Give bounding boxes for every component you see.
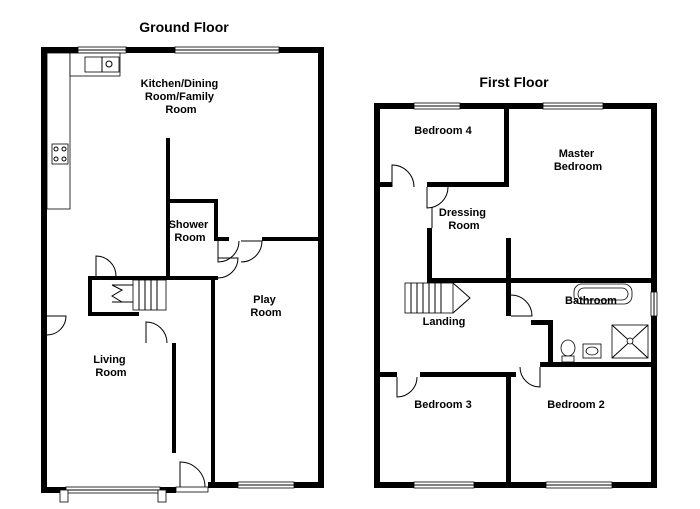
kitchen-label-line-2: Room/Family [145, 91, 215, 103]
ff-stair-winder [452, 282, 471, 314]
room-label-bedroom3: Bedroom 3 [414, 399, 471, 411]
hob-ring-2 [61, 146, 67, 152]
first-floor-title: First Floor [479, 74, 549, 90]
basin-bowl [585, 346, 599, 356]
gf-bottom-wall-e [172, 487, 176, 493]
master-label-line-1: Master [559, 148, 595, 160]
living-label-line-2: Room [95, 367, 126, 379]
bathtub-inner [577, 287, 629, 301]
gf-wall-shower-top [166, 199, 218, 203]
room-label-bathroom: Bathroom [565, 295, 617, 307]
gf-right-wall [318, 47, 324, 488]
gf-bottom-wall-a [41, 487, 66, 493]
gf-bottom-wall-b [160, 487, 175, 493]
ff-wall-landing-bottom [420, 372, 516, 377]
kitchen-label-line-3: Room [165, 104, 196, 116]
ground-floor-title: Ground Floor [139, 19, 229, 35]
gf-door-shower-2 [217, 240, 240, 263]
ff-door-bed2 [519, 366, 541, 388]
room-label-landing: Landing [423, 316, 466, 328]
gf-wall-kitchen-divider [166, 138, 170, 278]
kitchen-sink-drain [105, 60, 113, 68]
shower-label-line-1: Shower [169, 219, 209, 231]
ff-door-dressing-a [426, 186, 449, 209]
gf-bottom-wall-d [294, 482, 324, 488]
ff-top-wall [374, 103, 657, 109]
hob-ring-3 [53, 156, 59, 162]
gf-door-shower [217, 257, 239, 279]
ff-wall-dressing-left [427, 228, 432, 282]
gf-left-wall [41, 47, 47, 493]
room-label-kitchen: Kitchen/Dining Room/Family Room [141, 78, 222, 116]
gf-stairs [111, 279, 167, 311]
living-label-line-1: Living [93, 354, 125, 366]
master-label-line-2: Bedroom [554, 161, 603, 173]
gf-wall-play-left [211, 280, 215, 482]
room-label-bedroom4: Bedroom 4 [414, 125, 472, 137]
gf-wall-shower-stub [214, 237, 229, 241]
gf-front-door-swing [179, 461, 206, 488]
ff-door-bed4 [391, 164, 415, 188]
ff-door-bathroom [510, 294, 533, 317]
gf-wall-stair-left [88, 276, 92, 312]
room-label-dressing: Dressing Room [439, 207, 489, 232]
gf-wall-play-top [262, 237, 318, 241]
gf-door-play [240, 240, 263, 263]
dressing-label-line-1: Dressing [439, 207, 486, 219]
ff-wall-bed-divider [506, 372, 511, 482]
gf-door-living-side [46, 315, 67, 336]
room-label-bedroom2: Bedroom 2 [547, 399, 604, 411]
toilet-cistern [561, 355, 575, 363]
gf-stair-winder [111, 284, 124, 303]
gf-door-living [145, 321, 168, 344]
hob-ring-1 [53, 146, 59, 152]
kitchen-hob [51, 143, 69, 165]
ff-wall-dressing-right [506, 238, 511, 282]
ff-wall-bed2-top [540, 362, 657, 367]
gf-front-door [175, 486, 209, 493]
first-floor-plan: Bedroom 4 Master Bedroom Dressing Room B… [374, 102, 658, 489]
gf-wall-shower-bottom [166, 276, 218, 280]
dressing-label-line-2: Room [448, 220, 479, 232]
gf-wall-stair-top [88, 276, 166, 280]
kitchen-worktop [46, 52, 71, 210]
shower-drain [626, 337, 634, 345]
gf-bottom-wall-c [208, 482, 238, 488]
ff-stairs [404, 282, 471, 314]
gf-wall-shower-right [214, 199, 218, 237]
ff-wall-bath-top [427, 278, 657, 283]
gf-stairs-frame [132, 279, 167, 311]
ff-wall-bed4-stub [380, 182, 392, 187]
ff-wall-bath-left [506, 282, 511, 316]
gf-bay-post-left [59, 489, 69, 503]
ff-wall-bath-lower-left [548, 320, 553, 366]
gf-wall-hall [172, 343, 176, 453]
gf-bay-post-right [157, 489, 167, 503]
shower-label-line-2: Room [174, 232, 205, 244]
ff-wall-bath-stub [531, 320, 553, 325]
hob-ring-4 [61, 156, 67, 162]
ff-wall-landing-bottom-a [380, 372, 397, 377]
room-label-living: Living Room [93, 354, 128, 379]
gf-door-understair [95, 255, 117, 277]
ff-door-bed3 [396, 376, 418, 398]
ff-wall-bed4-bottom [427, 182, 509, 187]
toilet [560, 339, 576, 357]
ground-floor-plan: Kitchen/Dining Room/Family Room Shower R… [41, 46, 324, 503]
room-label-master: Master Bedroom [554, 148, 603, 173]
play-label-line-2: Room [250, 307, 281, 319]
ff-left-wall [374, 103, 380, 488]
ff-wall-master-left [504, 109, 509, 186]
kitchen-label-line-1: Kitchen/Dining [141, 78, 219, 90]
ff-bottom-wall [374, 482, 657, 488]
room-label-play: Play Room [250, 294, 281, 319]
play-label-line-1: Play [253, 294, 277, 306]
gf-wall-stair-bottom [88, 312, 139, 316]
room-label-shower: Shower Room [169, 219, 212, 244]
